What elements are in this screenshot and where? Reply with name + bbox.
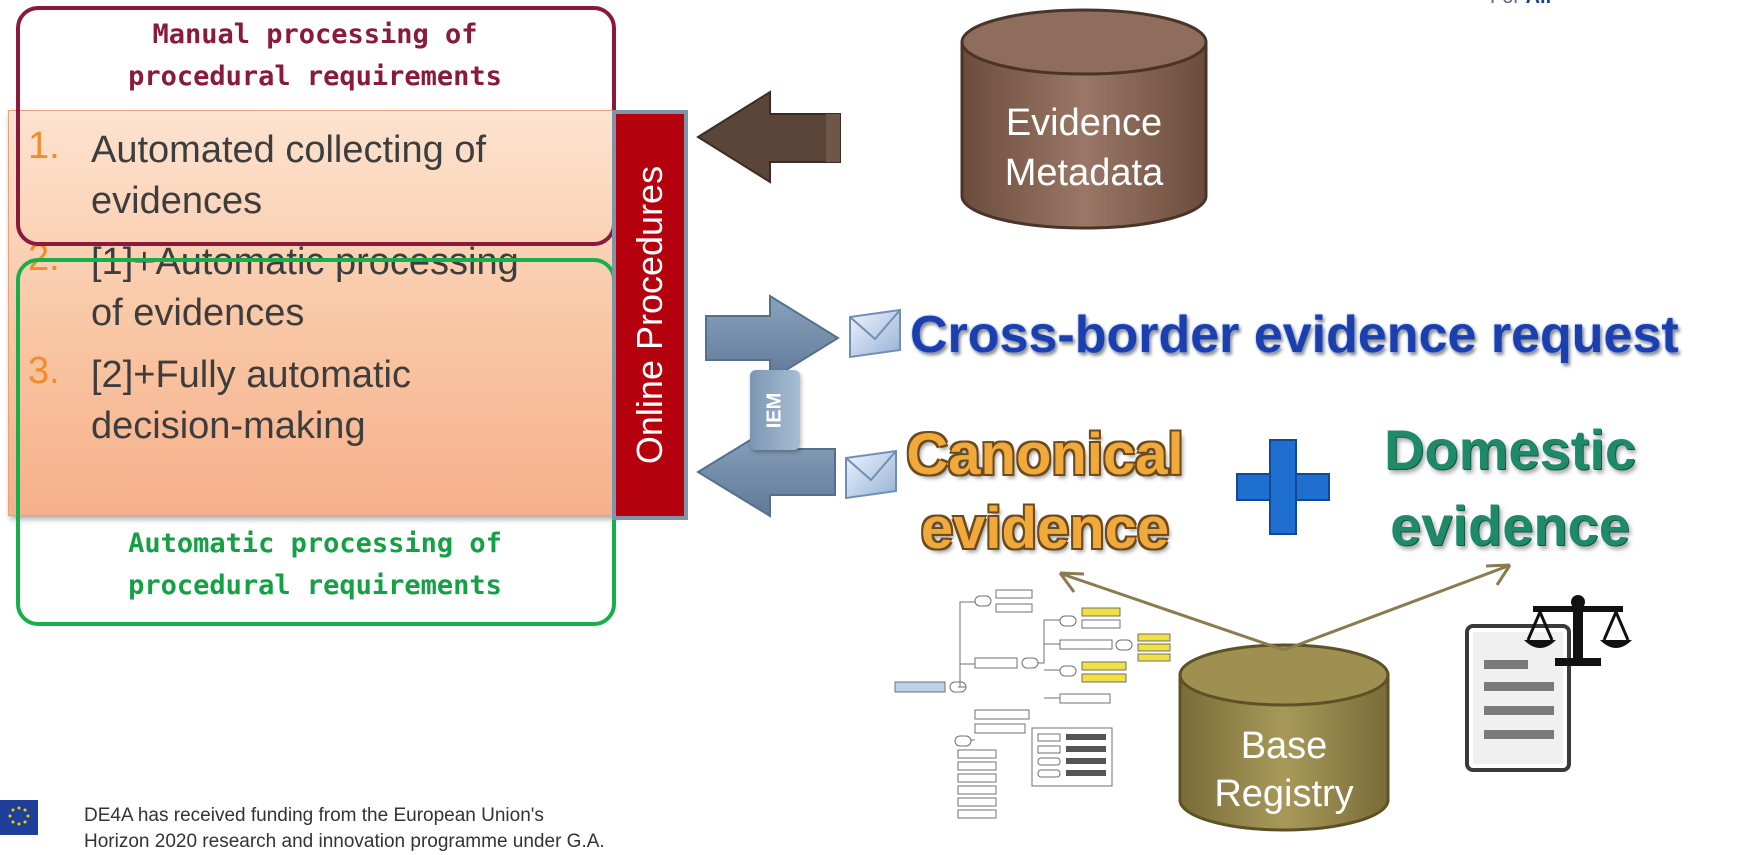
iem-label: IEM xyxy=(763,392,786,428)
manual-processing-title: Manual processing of procedural requirem… xyxy=(30,14,600,98)
arrow-to-domestic xyxy=(1283,564,1509,652)
evidence-metadata-label: Evidence Metadata xyxy=(962,98,1206,198)
base-registry-line1: Base xyxy=(1240,725,1328,767)
manual-title-line2: procedural requirements xyxy=(128,61,502,92)
base-registry-label: Base Registry xyxy=(1180,722,1388,818)
level-3-text: [2]+Fully automatic decision-making xyxy=(91,350,411,452)
domestic-evidence-label: Domestic evidence xyxy=(1360,412,1660,564)
automatic-processing-title: Automatic processing of procedural requi… xyxy=(30,523,600,607)
auto-title-line2: procedural requirements xyxy=(128,570,502,601)
diagram-graphics xyxy=(696,8,1632,832)
envelope-icon xyxy=(845,449,897,500)
arrow-to-domestic-head xyxy=(1485,563,1512,586)
domestic-line1: Domestic xyxy=(1383,418,1637,481)
level-3-line1: [2]+Fully automatic xyxy=(91,354,411,396)
level-1-line1: Automated collecting of xyxy=(91,129,487,171)
evidence-metadata-cylinder xyxy=(960,8,1208,230)
auto-title-line1: Automatic processing of xyxy=(128,528,502,559)
eu-flag-icon xyxy=(0,800,38,835)
evidence-metadata-line1: Evidence xyxy=(1005,102,1163,144)
level-3-number: 3. xyxy=(28,350,60,392)
footer-line2: Horizon 2020 research and innovation pro… xyxy=(84,831,605,852)
metadata-arrow-tail xyxy=(826,114,840,162)
level-1-number: 1. xyxy=(28,125,60,167)
level-3-line2: decision-making xyxy=(91,405,366,447)
level-1-line2: evidences xyxy=(91,180,263,222)
brand-mark: For All xyxy=(1490,0,1551,9)
iem-box xyxy=(750,370,800,450)
arrow-to-canonical xyxy=(1061,572,1285,652)
metadata-arrow xyxy=(696,90,841,184)
base-registry-line2: Registry xyxy=(1214,773,1354,815)
envelope-icon xyxy=(849,308,901,359)
level-2-line1: [1]+Automatic processing xyxy=(91,241,519,283)
canonical-line1: Canonical xyxy=(906,422,1184,487)
domestic-line2: evidence xyxy=(1390,494,1630,557)
base-registry-cylinder xyxy=(1178,643,1390,832)
level-1-text: Automated collecting of evidences xyxy=(91,125,486,227)
xml-schema-diagram xyxy=(894,589,1171,819)
level-2-line2: of evidences xyxy=(91,292,305,334)
funding-footer: DE4A has received funding from the Europ… xyxy=(84,803,605,855)
canonical-evidence-label: Canonical evidence xyxy=(900,418,1190,566)
request-arrow xyxy=(705,294,840,382)
level-2-text: [1]+Automatic processing of evidences xyxy=(91,237,519,339)
footer-line1: DE4A has received funding from the Europ… xyxy=(84,805,544,826)
evidence-metadata-line2: Metadata xyxy=(1004,152,1164,194)
iem-label-wrap: IEM xyxy=(750,370,800,450)
canonical-line2: evidence xyxy=(920,496,1170,561)
manual-title-line1: Manual processing of xyxy=(152,19,478,50)
cross-border-request-heading: Cross-border evidence request xyxy=(910,306,1679,364)
plus-icon xyxy=(1236,439,1330,535)
online-procedures-bar xyxy=(612,110,688,520)
scales-of-justice-icon xyxy=(1524,595,1632,666)
arrow-to-canonical-head xyxy=(1058,571,1085,593)
document-icon xyxy=(1465,624,1571,772)
eu-stars xyxy=(8,806,30,826)
maturity-levels-panel xyxy=(8,110,618,516)
